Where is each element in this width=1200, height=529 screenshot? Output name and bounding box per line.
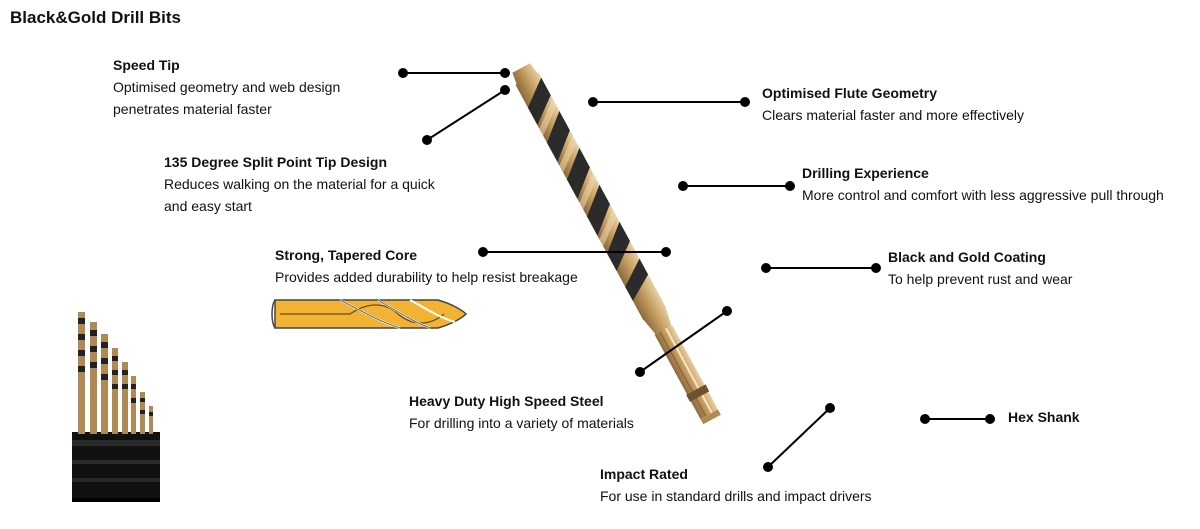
feature-description: Reduces walking on the material for a qu…	[164, 176, 435, 192]
feature-description: Provides added durability to help resist…	[275, 269, 578, 285]
page-title: Black&Gold Drill Bits	[10, 8, 181, 27]
feature-heading: Drilling Experience	[802, 165, 929, 181]
feature-heading: Black and Gold Coating	[888, 249, 1046, 265]
drill-bit	[512, 63, 721, 425]
drill-bit-set-image	[72, 312, 160, 502]
tapered-core-illustration	[271, 299, 468, 329]
feature-split-point: 135 Degree Split Point Tip Design Reduce…	[164, 151, 435, 217]
feature-heading: Hex Shank	[1008, 409, 1080, 425]
feature-description: and easy start	[164, 198, 252, 214]
feature-impact-rated: Impact Rated For use in standard drills …	[600, 463, 872, 507]
feature-heading: Speed Tip	[113, 57, 180, 73]
feature-description: Optimised geometry and web design	[113, 79, 341, 95]
feature-coating: Black and Gold Coating To help prevent r…	[888, 246, 1072, 290]
feature-heading: 135 Degree Split Point Tip Design	[164, 154, 388, 170]
feature-description: For use in standard drills and impact dr…	[600, 488, 872, 504]
feature-description: More control and comfort with less aggre…	[802, 187, 1164, 203]
feature-tapered-core: Strong, Tapered Core Provides added dura…	[275, 244, 578, 288]
feature-high-speed-steel: Heavy Duty High Speed Steel For drilling…	[409, 390, 634, 434]
feature-description: Clears material faster and more effectiv…	[762, 107, 1024, 123]
callout-lines	[398, 68, 995, 472]
feature-heading: Impact Rated	[600, 466, 688, 482]
feature-description: penetrates material faster	[113, 101, 272, 117]
feature-speed-tip: Speed Tip Optimised geometry and web des…	[113, 54, 340, 120]
feature-heading: Optimised Flute Geometry	[762, 85, 938, 101]
feature-flute-geometry: Optimised Flute Geometry Clears material…	[762, 82, 1024, 126]
feature-heading: Heavy Duty High Speed Steel	[409, 393, 604, 409]
feature-drilling-experience: Drilling Experience More control and com…	[802, 162, 1164, 206]
feature-description: To help prevent rust and wear	[888, 271, 1073, 287]
feature-heading: Strong, Tapered Core	[275, 247, 418, 263]
feature-description: For drilling into a variety of materials	[409, 415, 634, 431]
feature-hex-shank: Hex Shank	[1008, 406, 1080, 428]
